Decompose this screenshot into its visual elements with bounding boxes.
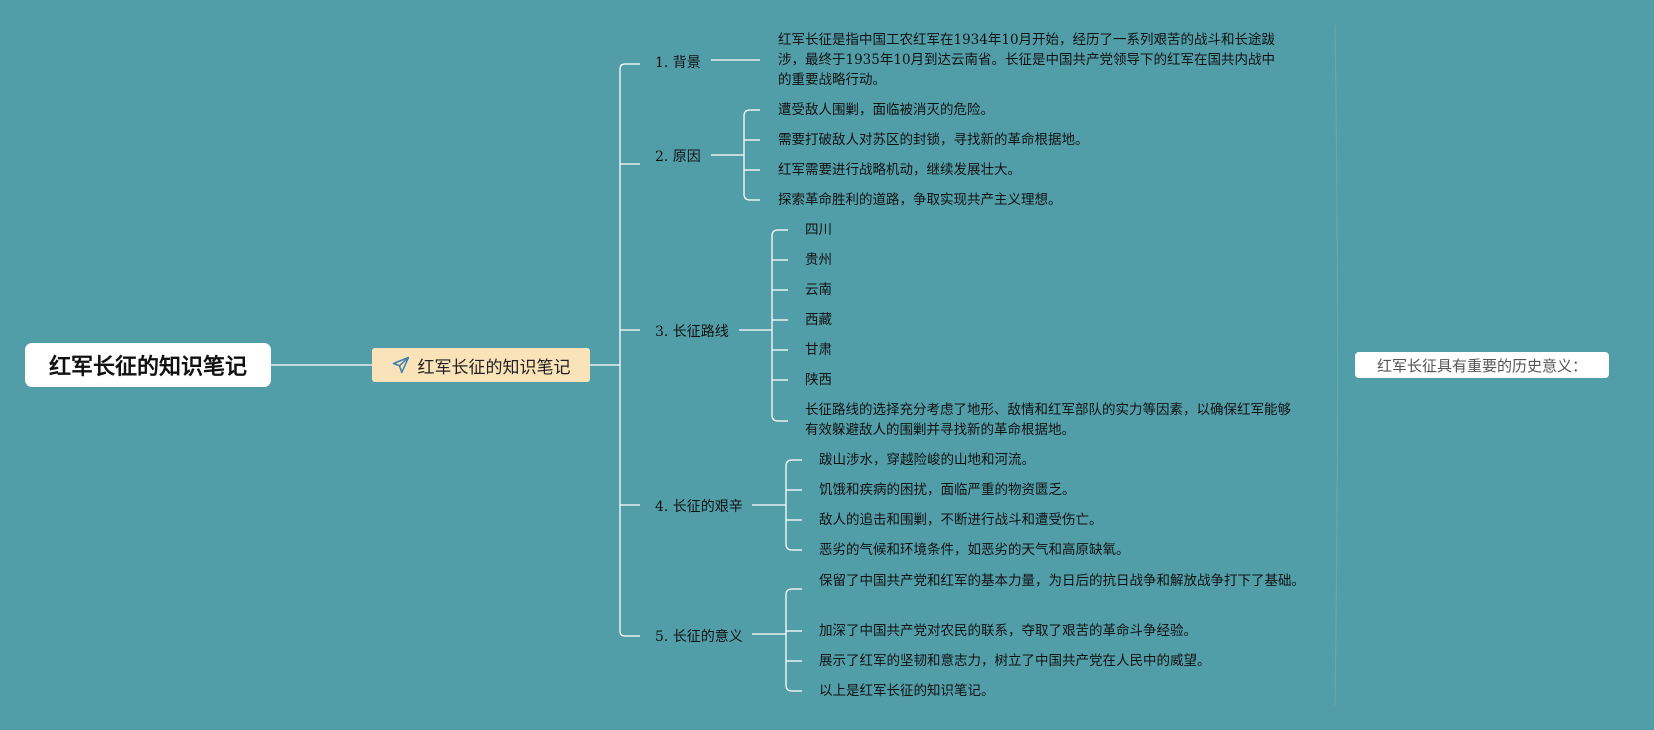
list-item[interactable]: 红军长征是指中国工农红军在1934年10月开始，经历了一系列艰苦的战斗和长途跋涉… <box>778 32 1276 88</box>
floating-topic[interactable]: 红军长征具有重要的历史意义： <box>1355 352 1609 378</box>
list-item[interactable]: 四川 <box>805 222 832 238</box>
list-item[interactable]: 需要打破敌人对苏区的封锁，寻找新的革命根据地。 <box>778 132 1089 148</box>
list-item[interactable]: 探索革命胜利的道路，争取实现共产主义理想。 <box>778 192 1062 208</box>
list-item[interactable]: 红军需要进行战略机动，继续发展壮大。 <box>778 162 1021 178</box>
main-topic[interactable]: 红军长征的知识笔记 <box>372 348 590 382</box>
list-item[interactable]: 保留了中国共产党和红军的基本力量，为日后的抗日战争和解放战争打下了基础。 <box>819 573 1305 589</box>
floating-topic-text: 红军长征具有重要的历史意义： <box>1376 356 1587 375</box>
branch-hardship[interactable]: 4. 长征的艰辛 <box>655 499 743 515</box>
list-item[interactable]: 甘肃 <box>805 342 832 358</box>
list-item[interactable]: 展示了红军的坚韧和意志力，树立了中国共产党在人民中的威望。 <box>819 653 1211 669</box>
branch-background[interactable]: 1. 背景 <box>655 55 701 71</box>
list-item[interactable]: 恶劣的气候和环境条件，如恶劣的天气和高原缺氧。 <box>819 542 1130 558</box>
root-topic[interactable]: 红军长征的知识笔记 <box>25 343 271 387</box>
branch-cause[interactable]: 2. 原因 <box>655 149 701 165</box>
list-item[interactable]: 贵州 <box>805 252 832 268</box>
list-item[interactable]: 长征路线的选择充分考虑了地形、敌情和红军部队的实力等因素，以确保红军能够有效躲避… <box>805 402 1291 438</box>
branch-route[interactable]: 3. 长征路线 <box>655 324 729 340</box>
list-item[interactable]: 敌人的追击和围剿，不断进行战斗和遭受伤亡。 <box>819 512 1103 528</box>
branch-significance[interactable]: 5. 长征的意义 <box>655 629 743 645</box>
list-item[interactable]: 饥饿和疾病的困扰，面临严重的物资匮乏。 <box>819 482 1076 498</box>
list-item[interactable]: 西藏 <box>805 312 832 328</box>
list-item[interactable]: 陕西 <box>805 372 832 388</box>
paper-plane-icon <box>392 356 410 374</box>
root-title: 红军长征的知识笔记 <box>48 355 247 380</box>
list-item[interactable]: 遭受敌人围剿，面临被消灭的危险。 <box>778 102 994 118</box>
list-item[interactable]: 以上是红军长征的知识笔记。 <box>819 683 995 699</box>
main-topic-title: 红军长征的知识笔记 <box>417 357 571 378</box>
list-item[interactable]: 云南 <box>805 282 832 298</box>
list-item[interactable]: 跋山涉水，穿越险峻的山地和河流。 <box>819 452 1035 468</box>
list-item[interactable]: 加深了中国共产党对农民的联系，夺取了艰苦的革命斗争经验。 <box>819 623 1197 639</box>
